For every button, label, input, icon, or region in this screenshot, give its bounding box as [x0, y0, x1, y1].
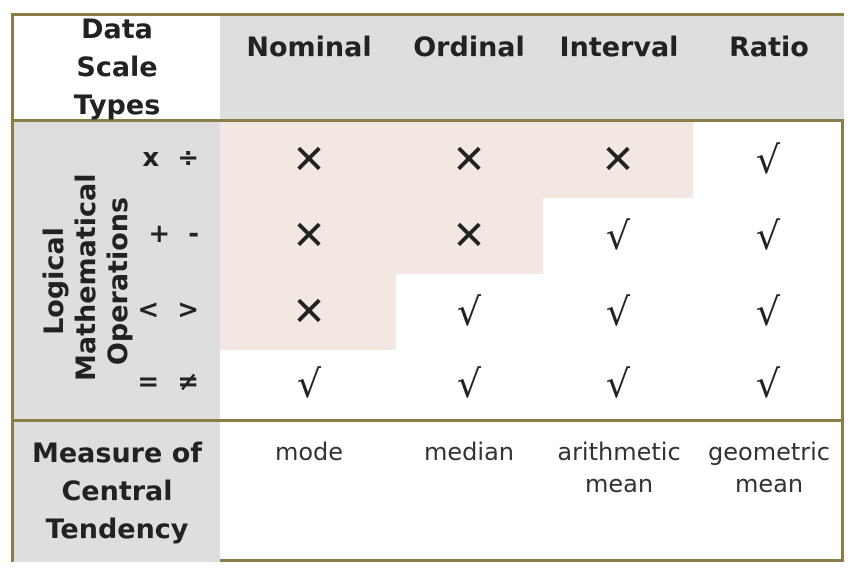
central-tendency-label: Measure of Central Tendency [14, 422, 220, 562]
cross-mark-row1-interval: ✕ [601, 137, 635, 183]
check-mark-row4-ordinal: √ [456, 362, 482, 406]
column-header-interval: Interval [544, 26, 694, 70]
check-mark-row3-ordinal: √ [456, 290, 482, 334]
separator-header [14, 119, 841, 122]
operation-symbols-row1: x ÷ [142, 143, 199, 173]
operations-label-background [14, 122, 220, 419]
check-mark-row2-ratio: √ [755, 214, 781, 258]
check-mark-row4-nominal: √ [296, 362, 322, 406]
cross-mark-row2-nominal: ✕ [292, 213, 326, 259]
measure-ordinal: median [424, 438, 514, 466]
operations-group-label: Logical Mathematical Operations [32, 173, 142, 381]
check-mark-row3-ratio: √ [755, 290, 781, 334]
operation-symbols-row4: = ≠ [137, 367, 199, 397]
measure-interval: arithmetic mean [557, 438, 681, 498]
measure-ratio: geometric mean [708, 438, 830, 498]
operation-symbols-row3: < > [137, 295, 199, 325]
disallowed-region-row3 [220, 274, 396, 350]
operations-group-label-text: Logical Mathematical Operations [39, 173, 134, 381]
cross-mark-row2-ordinal: ✕ [452, 213, 486, 259]
cross-mark-row1-nominal: ✕ [292, 137, 326, 183]
cross-mark-row1-ordinal: ✕ [452, 137, 486, 183]
column-header-ordinal-text: Ordinal [413, 32, 525, 63]
cross-mark-row3-nominal: ✕ [292, 289, 326, 335]
check-mark-row1-ratio: √ [755, 138, 781, 182]
central-tendency-label-text: Measure of Central Tendency [31, 438, 202, 545]
column-header-nominal: Nominal [234, 26, 384, 70]
column-header-nominal-text: Nominal [246, 32, 372, 63]
measure-nominal: mode [274, 438, 344, 466]
check-mark-row2-interval: √ [605, 214, 631, 258]
scale-types-table: Data Scale Types Nominal Ordinal Interva… [11, 13, 844, 562]
operation-symbols-row2: + - [148, 219, 199, 249]
disallowed-region-row1 [220, 122, 693, 198]
column-header-ratio: Ratio [694, 26, 844, 70]
disallowed-region-row2 [220, 198, 543, 274]
central-tendency-label-background [14, 422, 220, 562]
header-row-background [220, 16, 844, 119]
separator-operations [14, 419, 841, 422]
check-mark-row4-interval: √ [605, 362, 631, 406]
check-mark-row3-interval: √ [605, 290, 631, 334]
column-header-interval-text: Interval [559, 32, 679, 63]
corner-header: Data Scale Types [14, 14, 220, 121]
check-mark-row4-ratio: √ [755, 362, 781, 406]
column-header-ordinal: Ordinal [394, 26, 544, 70]
corner-header-text: Data Scale Types [73, 13, 161, 121]
column-header-ratio-text: Ratio [729, 32, 809, 63]
